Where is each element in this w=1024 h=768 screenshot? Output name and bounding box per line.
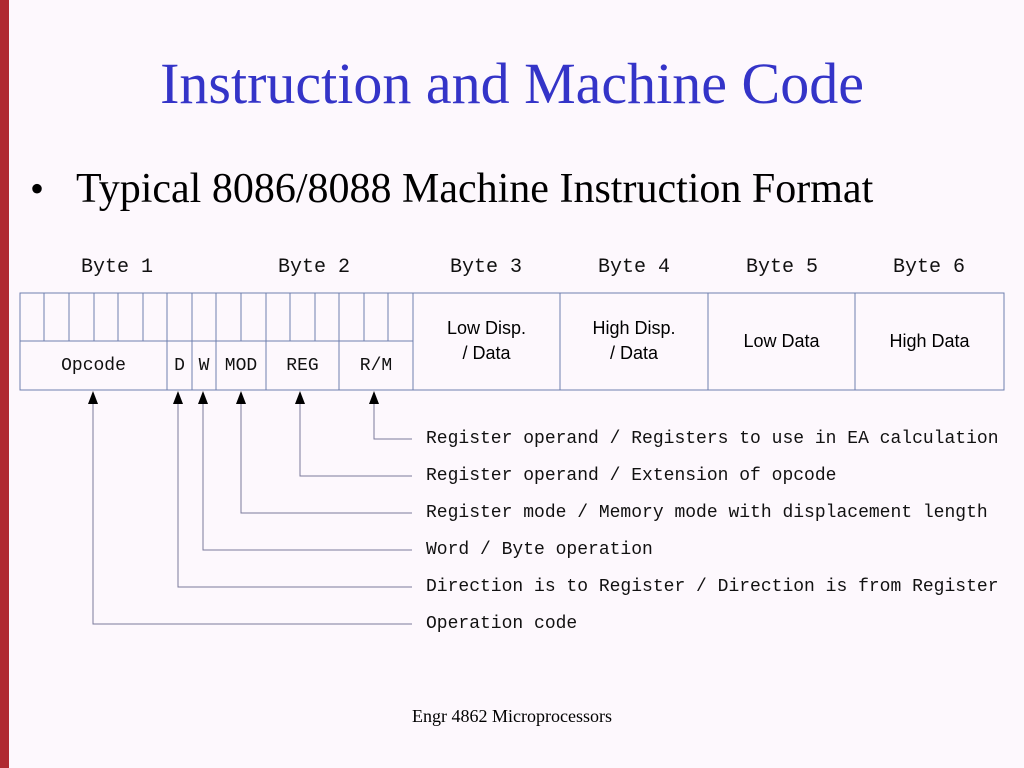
byte-label-1: Byte 1 <box>80 256 153 279</box>
byte-label-5: Byte 5 <box>745 256 818 279</box>
byte4-line2: / Data <box>609 343 659 363</box>
field-opcode: Opcode <box>61 356 126 376</box>
byte-label-6: Byte 6 <box>892 256 965 279</box>
byte4-cell: High Disp. / Data <box>560 316 708 366</box>
field-rm: R/M <box>359 356 393 376</box>
desc-w: Word / Byte operation <box>426 540 653 560</box>
field-w: W <box>198 356 210 376</box>
arrow-w <box>198 391 208 404</box>
byte-label-3: Byte 3 <box>449 256 522 279</box>
slide-footer: Engr 4862 Microprocessors <box>412 706 612 726</box>
byte4-line1: High Disp. <box>592 318 676 338</box>
byte3-line1: Low Disp. <box>446 318 527 338</box>
byte3-cell: Low Disp. / Data <box>413 316 560 366</box>
field-reg: REG <box>286 356 319 376</box>
bullet-text: Typical 8086/8088 Machine Instruction Fo… <box>76 166 874 212</box>
byte-label-2: Byte 2 <box>277 256 350 279</box>
arrowheads <box>88 391 379 404</box>
arrow-reg <box>295 391 305 404</box>
accent-bar <box>0 0 9 768</box>
byte6-cell: High Data <box>889 331 970 351</box>
arrow-mod <box>236 391 246 404</box>
format-boxes <box>19 292 1005 391</box>
arrow-rm <box>369 391 379 404</box>
byte3-line2: / Data <box>462 343 511 363</box>
byte5-cell: Low Data <box>743 331 820 351</box>
desc-mod: Register mode / Memory mode with displac… <box>426 503 988 523</box>
field-mod: MOD <box>224 356 258 376</box>
leader-lines <box>92 398 412 625</box>
bullet-marker: • <box>30 166 45 211</box>
arrow-d <box>173 391 183 404</box>
desc-rm: Register operand / Registers to use in E… <box>426 429 999 449</box>
desc-opcode: Operation code <box>426 614 578 634</box>
byte-label-4: Byte 4 <box>597 256 670 279</box>
desc-reg: Register operand / Extension of opcode <box>426 466 837 486</box>
arrow-opcode <box>88 391 98 404</box>
slide-title: Instruction and Machine Code <box>160 51 864 116</box>
desc-d: Direction is to Register / Direction is … <box>426 577 999 597</box>
field-d: D <box>174 356 185 376</box>
